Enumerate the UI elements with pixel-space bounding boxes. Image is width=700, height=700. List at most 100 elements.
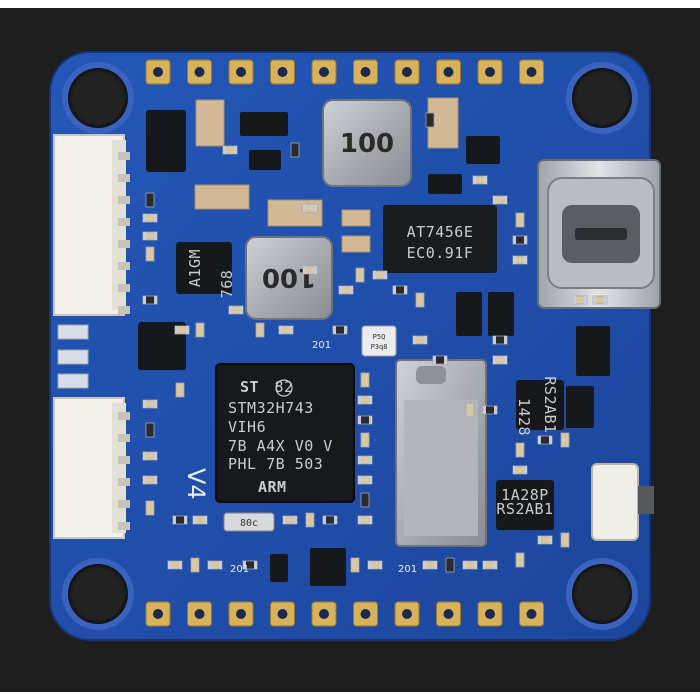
mcu-circle-mark: 82 bbox=[274, 378, 293, 396]
smd-component bbox=[172, 515, 188, 525]
smd-component bbox=[465, 402, 475, 418]
resistor-label-1: 201 bbox=[230, 564, 249, 575]
smd-component bbox=[462, 560, 478, 570]
smd-component bbox=[537, 435, 553, 445]
smd-component bbox=[355, 267, 365, 283]
connector-pin bbox=[118, 240, 130, 248]
smd-component bbox=[492, 355, 508, 365]
smd-component bbox=[145, 500, 155, 516]
right-imu-line1: RS2AB1 bbox=[541, 376, 559, 433]
smd-component bbox=[482, 405, 498, 415]
smd-component bbox=[195, 322, 205, 338]
smd-component bbox=[350, 557, 360, 573]
solder-pad bbox=[436, 59, 461, 85]
ceramic-capacitors bbox=[194, 97, 459, 253]
version-label: V4 bbox=[182, 468, 210, 500]
solder-pad bbox=[228, 601, 254, 627]
smd-component bbox=[492, 335, 508, 345]
smd-component bbox=[360, 432, 370, 448]
smd-component bbox=[357, 455, 373, 465]
smd-component bbox=[255, 322, 265, 338]
left-top-connector bbox=[53, 134, 130, 316]
solder-pad bbox=[311, 601, 337, 627]
connector-pin bbox=[118, 412, 130, 420]
smd-component bbox=[142, 399, 158, 409]
solder-pad bbox=[270, 601, 295, 627]
smd-component bbox=[432, 355, 448, 365]
smd-component bbox=[415, 292, 425, 308]
mcu-line1: STM32H743 bbox=[228, 399, 314, 417]
smd-component bbox=[515, 212, 525, 228]
boot-button bbox=[591, 463, 654, 541]
smd-component bbox=[145, 246, 155, 262]
smd-component bbox=[278, 325, 294, 335]
connector-pin bbox=[118, 196, 130, 204]
connector-pin bbox=[118, 478, 130, 486]
smd-passives bbox=[142, 112, 608, 573]
connector-pin bbox=[118, 522, 130, 530]
mounting-holes bbox=[62, 62, 638, 630]
solder-pad bbox=[311, 59, 337, 85]
smd-component bbox=[305, 512, 315, 528]
right-imu-line2: 1428 bbox=[515, 398, 533, 436]
smd-component bbox=[222, 145, 238, 155]
bottom-solder-pads bbox=[145, 601, 544, 627]
smd-component bbox=[537, 535, 553, 545]
lower-imu-line2: RS2AB1 bbox=[496, 500, 553, 518]
inductor-top: 100 bbox=[322, 99, 412, 187]
smd-component bbox=[392, 285, 408, 295]
solder-pad bbox=[228, 59, 254, 85]
smd-component bbox=[512, 465, 528, 475]
resistor-label-3: 201 bbox=[312, 340, 331, 351]
mcu-chip: ST 82 STM32H743 VIH6 7B A4X V0 V PHL 7B … bbox=[215, 363, 355, 503]
mcu-line4: PHL 7B 503 bbox=[228, 455, 323, 473]
connector-pin bbox=[118, 284, 130, 292]
connector-pin bbox=[118, 500, 130, 508]
smd-component bbox=[367, 560, 383, 570]
left-bottom-connector bbox=[53, 397, 130, 539]
smd-component bbox=[142, 213, 158, 223]
smd-component bbox=[175, 382, 185, 398]
crystal-label: 80c bbox=[240, 518, 258, 529]
connector-pin bbox=[118, 218, 130, 226]
smd-component bbox=[560, 432, 570, 448]
mcu-line3: 7B A4X V0 V bbox=[228, 437, 333, 455]
osd-chip-line2: EC0.91F bbox=[407, 244, 474, 262]
solder-pad bbox=[394, 601, 420, 627]
mcu-arm-logo: ARM bbox=[258, 478, 287, 496]
smd-component bbox=[357, 475, 373, 485]
smd-component bbox=[372, 270, 388, 280]
smd-component bbox=[482, 560, 498, 570]
top-solder-pads bbox=[145, 59, 544, 85]
smd-component bbox=[338, 285, 354, 295]
left-qfn-chip: A1GM 768 bbox=[176, 242, 236, 298]
smd-component bbox=[492, 195, 508, 205]
solder-pad bbox=[394, 59, 420, 85]
smd-component bbox=[357, 415, 373, 425]
smd-component bbox=[142, 295, 158, 305]
smd-component bbox=[290, 142, 300, 158]
crystal: 80c bbox=[223, 512, 275, 532]
smd-component bbox=[302, 203, 318, 213]
left-qfn-line2: 768 bbox=[218, 270, 236, 299]
connector-pin bbox=[118, 306, 130, 314]
smd-component bbox=[242, 560, 258, 570]
right-imu-chip: RS2AB1 1428 bbox=[515, 376, 564, 436]
solder-pad bbox=[187, 601, 212, 627]
smd-component bbox=[357, 515, 373, 525]
smd-component bbox=[145, 192, 155, 208]
solder-pad bbox=[187, 59, 212, 85]
smd-component bbox=[174, 325, 190, 335]
baro-line1: P5Q bbox=[373, 333, 386, 341]
mcu-line2: VIH6 bbox=[228, 418, 266, 436]
connector-pin bbox=[118, 434, 130, 442]
connector-pin bbox=[118, 152, 130, 160]
resistor-label-2: 201 bbox=[398, 564, 417, 575]
solder-pad bbox=[519, 601, 544, 627]
smd-component bbox=[445, 557, 455, 573]
left-qfn-line1: A1GM bbox=[186, 249, 204, 287]
solder-pad bbox=[270, 59, 295, 85]
solder-pad bbox=[519, 59, 544, 85]
connector-pin bbox=[118, 262, 130, 270]
